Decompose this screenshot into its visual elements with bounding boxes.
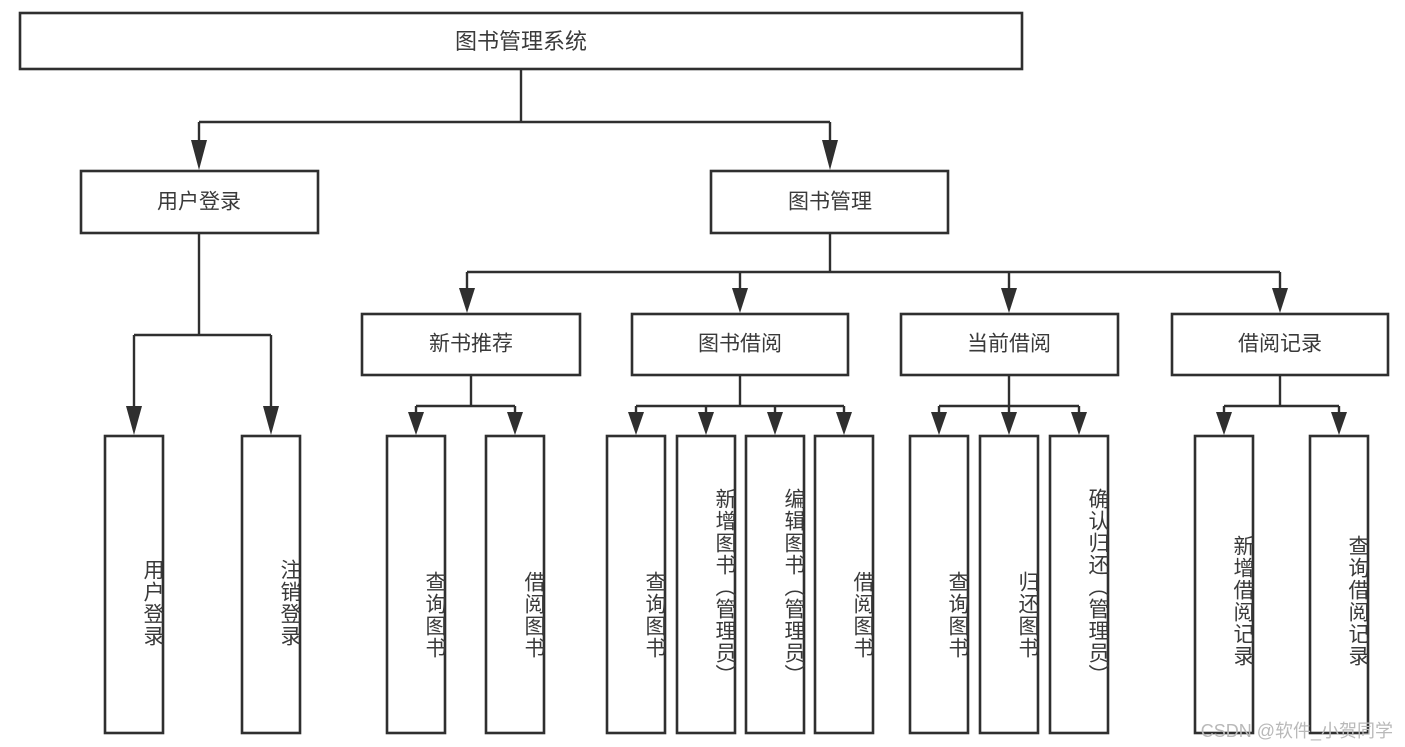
node-user-login-box[interactable] — [79, 169, 320, 235]
leaf-box-return-book[interactable] — [978, 434, 1040, 735]
leaf-box-borrow-book-1[interactable] — [484, 434, 546, 735]
arrow-head-newbook-leaf-1 — [408, 412, 424, 435]
node-book-management-box[interactable] — [709, 169, 950, 235]
arrow-head-borrow-leaf-3 — [767, 412, 783, 435]
arrow-head-user-login — [191, 140, 207, 170]
node-root[interactable]: 图书管理系统 — [18, 11, 1024, 71]
arrow-head-record — [1272, 288, 1288, 313]
leaf-box-query-book-3[interactable] — [908, 434, 970, 735]
arrow-head-borrow-leaf-2 — [698, 412, 714, 435]
node-current-borrow-label: 当前借阅 — [967, 333, 1051, 356]
node-current-borrow-box[interactable] — [899, 312, 1120, 377]
arrow-head-current-leaf-1 — [931, 412, 947, 435]
node-borrow-record-label: 借阅记录 — [1238, 333, 1322, 356]
node-new-book-recommend-box[interactable] — [360, 312, 582, 377]
connector-group-user-login — [126, 233, 279, 435]
arrow-head-borrow — [732, 288, 748, 313]
connector-group-record — [1216, 375, 1347, 435]
arrow-head-newbook — [459, 288, 475, 313]
node-book-borrow-label: 图书借阅 — [698, 333, 782, 356]
leaf-box-confirm-return[interactable] — [1048, 434, 1110, 735]
node-book-borrow[interactable]: 图书借阅 — [630, 312, 850, 377]
arrow-head-borrow-leaf-4 — [836, 412, 852, 435]
arrow-head-leaf-logout — [263, 406, 279, 435]
arrow-head-current-leaf-2 — [1001, 412, 1017, 435]
node-user-login[interactable]: 用户登录 — [79, 169, 320, 235]
node-book-management-label: 图书管理 — [788, 191, 872, 214]
arrow-head-current — [1001, 288, 1017, 313]
leaf-box-add-book[interactable] — [675, 434, 737, 735]
leaf-box-user-login[interactable] — [103, 434, 165, 735]
arrow-head-borrow-leaf-1 — [628, 412, 644, 435]
csdn-watermark: CSDN @软件_小贺同学 — [1200, 721, 1393, 741]
connector-group-borrow — [628, 375, 852, 435]
leaf-boxes — [103, 434, 1370, 735]
node-book-management[interactable]: 图书管理 — [709, 169, 950, 235]
arrow-head-leaf-user-login — [126, 406, 142, 435]
node-borrow-record-box[interactable] — [1170, 312, 1390, 377]
connector-group-root — [191, 69, 838, 170]
node-borrow-record[interactable]: 借阅记录 — [1170, 312, 1390, 377]
leaf-box-query-book-2[interactable] — [605, 434, 667, 735]
node-root-box[interactable] — [18, 11, 1024, 71]
arrow-head-book-mgmt — [822, 140, 838, 170]
leaf-box-borrow-book-2[interactable] — [813, 434, 875, 735]
leaf-box-logout[interactable] — [240, 434, 302, 735]
arrow-head-current-leaf-3 — [1071, 412, 1087, 435]
arrow-head-record-leaf-1 — [1216, 412, 1232, 435]
connector-group-newbook — [408, 375, 523, 435]
connector-group-book-mgmt — [459, 233, 1288, 313]
node-user-login-label: 用户登录 — [157, 191, 241, 214]
node-book-borrow-box[interactable] — [630, 312, 850, 377]
arrow-head-record-leaf-2 — [1331, 412, 1347, 435]
node-root-label: 图书管理系统 — [455, 29, 587, 54]
node-current-borrow[interactable]: 当前借阅 — [899, 312, 1120, 377]
leaf-box-add-record[interactable] — [1193, 434, 1255, 735]
node-new-book-recommend[interactable]: 新书推荐 — [360, 312, 582, 377]
leaf-box-query-book-1[interactable] — [385, 434, 447, 735]
connector-group-current — [931, 375, 1087, 435]
leaf-box-query-record[interactable] — [1308, 434, 1370, 735]
leaf-box-edit-book[interactable] — [744, 434, 806, 735]
node-new-book-recommend-label: 新书推荐 — [429, 333, 513, 356]
arrow-head-newbook-leaf-2 — [507, 412, 523, 435]
